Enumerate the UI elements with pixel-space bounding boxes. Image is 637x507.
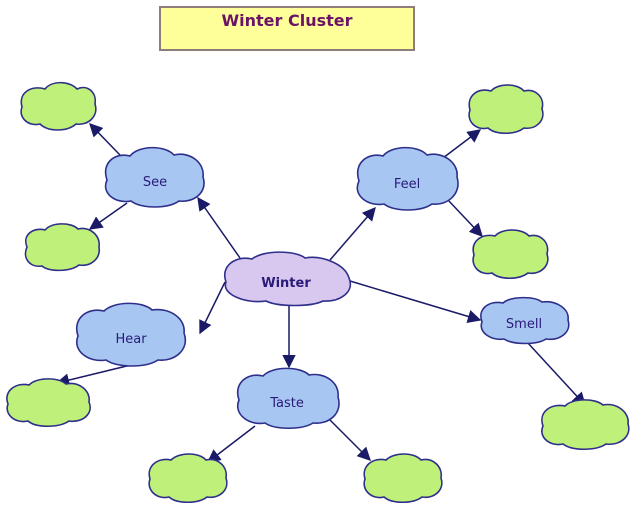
- arrow-taste-leaf-right: [327, 417, 371, 461]
- node-see: See: [104, 146, 205, 208]
- node-winter-label: Winter: [261, 276, 311, 291]
- leaf-cloud-feel-bottom: [472, 229, 549, 280]
- arrow-taste-leaf-left: [206, 425, 256, 463]
- node-feel: Feel: [356, 146, 459, 211]
- node-smell-label: Smell: [506, 317, 542, 332]
- leaf-cloud-taste-left: [148, 453, 228, 504]
- arrow-winter-see: [197, 196, 241, 259]
- node-winter: Winter: [223, 251, 352, 307]
- leaf-cloud-see-top: [20, 81, 97, 131]
- leaf-cloud-see-bottom: [24, 223, 100, 272]
- leaf-cloud-smell: [541, 399, 630, 451]
- title-box: Winter Cluster: [159, 6, 415, 51]
- leaf-cloud-feel-top: [468, 84, 544, 135]
- connectors: [55, 123, 586, 463]
- node-taste: Taste: [236, 367, 340, 430]
- diagram-title: Winter Cluster: [221, 11, 353, 30]
- node-smell: Smell: [480, 296, 570, 345]
- arrow-winter-hear: [199, 281, 226, 335]
- node-feel-label: Feel: [394, 177, 420, 192]
- arrow-winter-feel: [329, 206, 376, 261]
- arrow-feel-leaf-bottom: [447, 199, 483, 237]
- node-taste-label: Taste: [269, 396, 304, 411]
- node-hear-label: Hear: [115, 332, 147, 347]
- arrow-see-leaf-top: [89, 123, 121, 156]
- arrow-feel-leaf-top: [442, 129, 482, 159]
- arrow-see-leaf-bottom: [88, 202, 128, 230]
- leaf-cloud-taste-right: [363, 453, 443, 504]
- arrow-smell-leaf: [526, 341, 586, 406]
- arrow-hear-leaf: [55, 363, 136, 387]
- leaf-cloud-hear: [6, 378, 91, 428]
- arrow-winter-smell: [349, 280, 482, 323]
- node-see-label: See: [143, 175, 167, 190]
- node-hear: Hear: [75, 302, 187, 367]
